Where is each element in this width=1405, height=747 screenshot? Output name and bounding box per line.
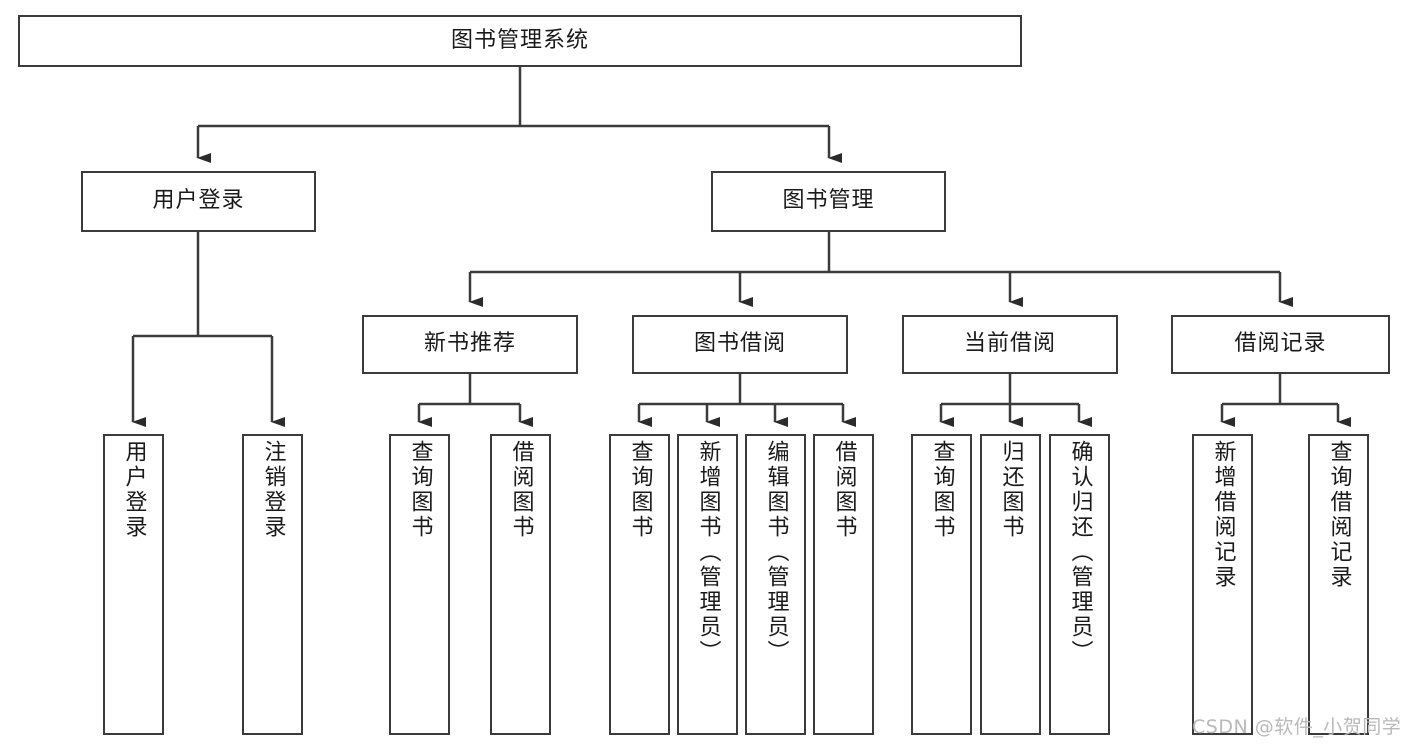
node-leaf-query-book-3-label: 查询图书 [929,440,955,540]
node-leaf-borrow-book-1-label: 借阅图书 [508,440,534,540]
node-book-borrow-label: 图书借阅 [693,331,786,357]
node-leaf-return-book[interactable]: 归还图书 [980,434,1041,735]
node-book-management-label: 图书管理 [782,188,875,214]
node-leaf-add-book[interactable]: 新增图书（管理员） [677,434,738,735]
node-leaf-logout-login[interactable]: 注销登录 [242,434,303,735]
node-leaf-user-login[interactable]: 用户登录 [103,434,164,735]
node-leaf-add-record-label: 新增借阅记录 [1210,440,1236,590]
node-leaf-query-book-1-label: 查询图书 [407,440,433,540]
node-new-book-recommend[interactable]: 新书推荐 [362,315,578,374]
node-leaf-confirm-return-label: 确认归还（管理员） [1067,440,1093,665]
node-leaf-borrow-book-2-label: 借阅图书 [831,440,857,540]
node-leaf-borrow-book-2[interactable]: 借阅图书 [813,434,874,735]
node-leaf-query-book-1[interactable]: 查询图书 [389,434,450,735]
watermark-text: CSDN @软件_小贺同学 [1192,716,1402,738]
node-book-borrow[interactable]: 图书借阅 [632,315,848,374]
node-leaf-query-record-label: 查询借阅记录 [1326,440,1352,590]
node-root-label: 图书管理系统 [450,27,589,53]
node-leaf-borrow-book-1[interactable]: 借阅图书 [490,434,551,735]
node-leaf-return-book-label: 归还图书 [998,440,1024,540]
node-current-borrow[interactable]: 当前借阅 [902,315,1118,374]
node-borrow-record[interactable]: 借阅记录 [1171,315,1390,374]
node-new-book-recommend-label: 新书推荐 [423,331,516,357]
node-leaf-query-book-2[interactable]: 查询图书 [609,434,670,735]
node-leaf-query-record[interactable]: 查询借阅记录 [1308,434,1369,735]
node-leaf-edit-book-label: 编辑图书（管理员） [763,440,789,665]
node-borrow-record-label: 借阅记录 [1234,331,1327,357]
node-user-login-label: 用户登录 [152,188,245,214]
node-leaf-confirm-return[interactable]: 确认归还（管理员） [1049,434,1110,735]
node-leaf-user-login-label: 用户登录 [121,440,147,540]
node-leaf-query-book-2-label: 查询图书 [627,440,653,540]
node-leaf-edit-book[interactable]: 编辑图书（管理员） [745,434,806,735]
node-leaf-add-record[interactable]: 新增借阅记录 [1192,434,1253,735]
node-user-login[interactable]: 用户登录 [81,171,316,232]
node-root[interactable]: 图书管理系统 [18,15,1022,67]
node-book-management[interactable]: 图书管理 [711,171,946,232]
node-leaf-logout-login-label: 注销登录 [260,440,286,540]
node-leaf-add-book-label: 新增图书（管理员） [695,440,721,665]
node-current-borrow-label: 当前借阅 [963,331,1056,357]
node-leaf-query-book-3[interactable]: 查询图书 [911,434,972,735]
